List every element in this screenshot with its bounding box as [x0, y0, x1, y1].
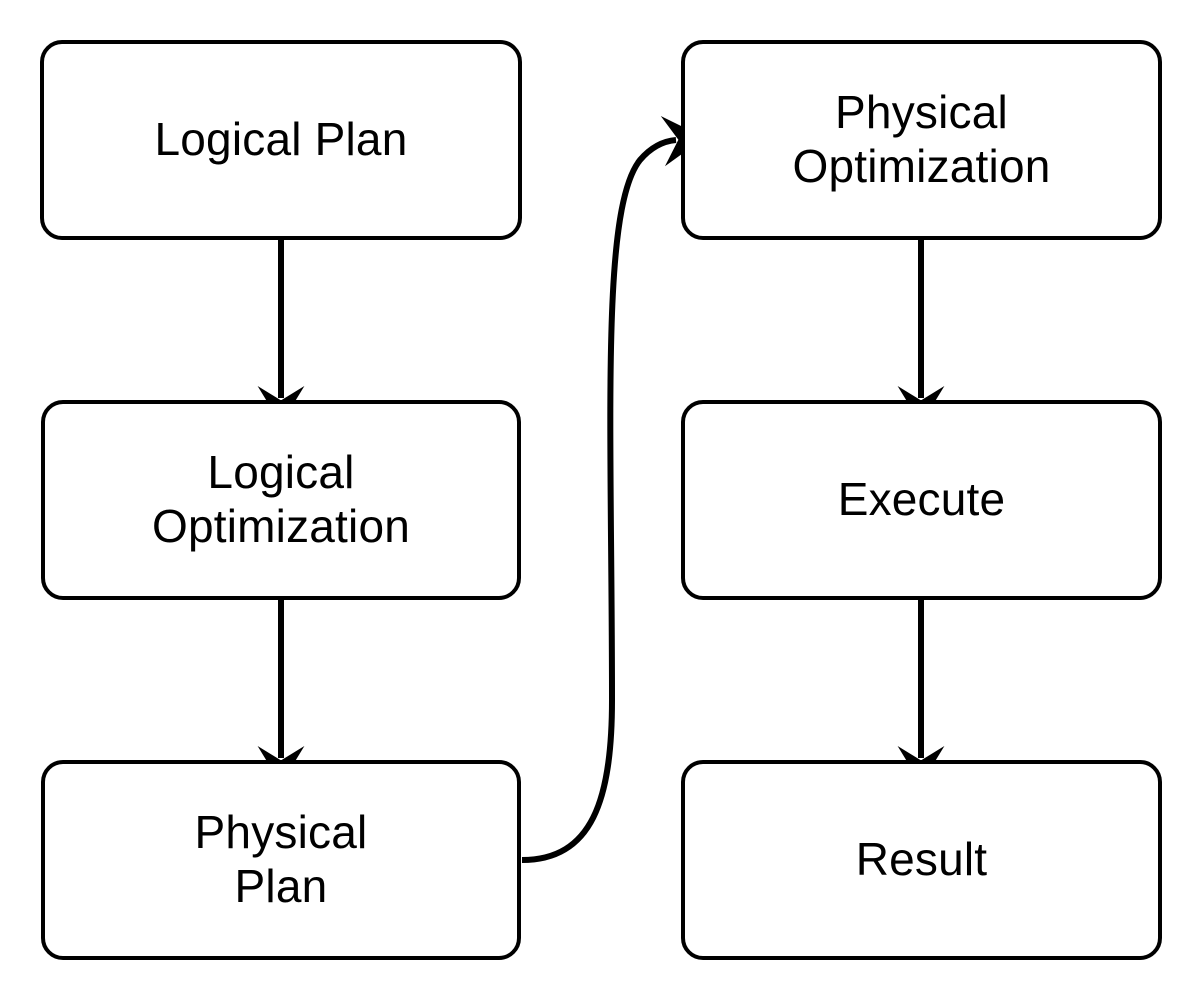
edge-physical-plan-to-physical-optimization [521, 115, 705, 863]
node-execute[interactable]: Execute [681, 400, 1162, 600]
node-logical-optimization[interactable]: Logical Optimization [41, 400, 521, 600]
node-physical-plan[interactable]: Physical Plan [41, 760, 521, 960]
node-logical-optimization-label: Logical Optimization [151, 446, 411, 552]
node-result-label: Result [855, 833, 988, 886]
node-logical-plan-label: Logical Plan [154, 113, 408, 166]
node-physical-optimization-label: Physical Optimization [792, 86, 1051, 192]
node-logical-plan[interactable]: Logical Plan [40, 40, 522, 240]
node-result[interactable]: Result [681, 760, 1162, 960]
node-execute-label: Execute [837, 473, 1006, 526]
node-physical-plan-label: Physical Plan [194, 806, 368, 912]
node-physical-optimization[interactable]: Physical Optimization [681, 40, 1162, 240]
